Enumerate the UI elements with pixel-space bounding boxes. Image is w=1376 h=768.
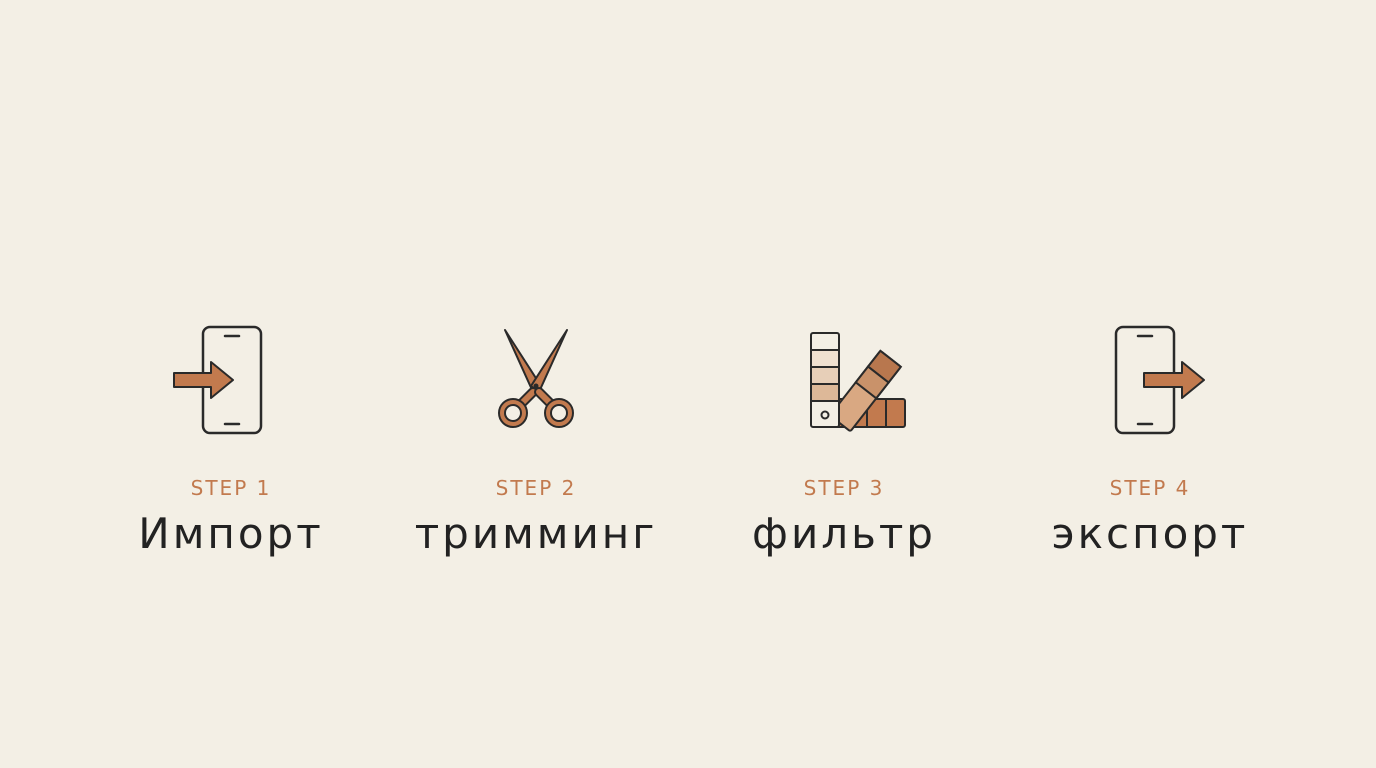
step-title: Импорт	[138, 509, 324, 558]
step-label: STEP 1	[190, 476, 272, 500]
step-1: STEP 1 Импорт	[81, 320, 381, 560]
step-label: STEP 2	[495, 476, 577, 500]
step-2: STEP 2 тримминг	[386, 320, 686, 560]
step-label: STEP 4	[1109, 476, 1191, 500]
step-title: тримминг	[414, 509, 658, 558]
phone-export-icon	[1114, 325, 1205, 435]
step-title: фильтр	[752, 509, 936, 558]
step-title: экспорт	[1051, 509, 1249, 558]
step-3: STEP 3 фильтр	[694, 320, 994, 560]
color-swatch-icon	[810, 332, 906, 432]
step-4: STEP 4 экспорт	[1000, 320, 1300, 560]
step-label: STEP 3	[803, 476, 885, 500]
scissors-icon	[498, 329, 574, 428]
phone-import-icon	[173, 325, 263, 435]
